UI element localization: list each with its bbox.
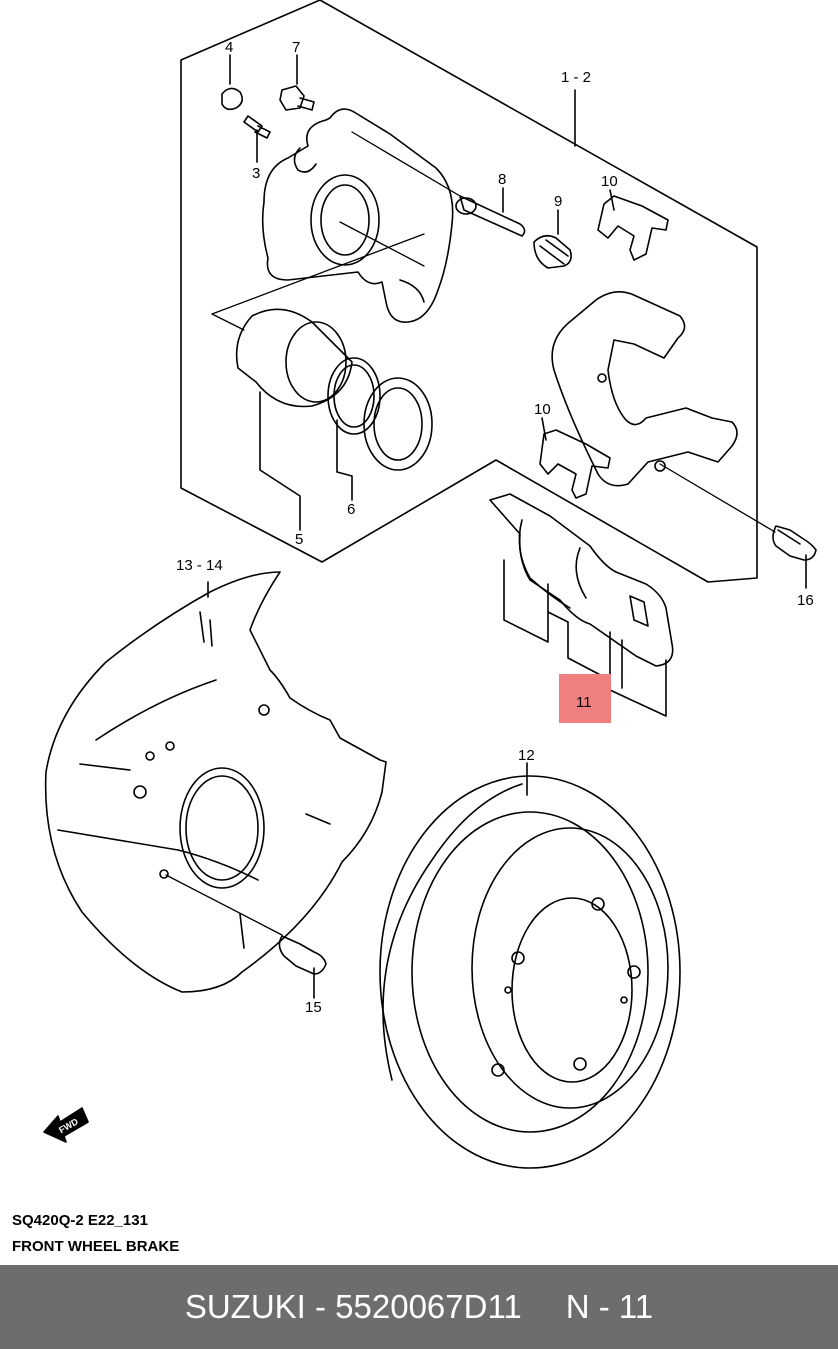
callout-1-2: 1 - 2	[561, 69, 591, 86]
brake-pads	[489, 493, 674, 667]
caliper-bracket	[551, 291, 738, 487]
callout-10-lower: 10	[534, 401, 551, 418]
diagram-title: FRONT WHEEL BRAKE	[12, 1238, 180, 1255]
callout-11: 11	[576, 694, 592, 711]
highlight-part-11	[559, 674, 611, 723]
callout-6: 6	[347, 501, 355, 518]
callout-12: 12	[518, 747, 535, 764]
callout-8: 8	[498, 171, 506, 188]
callout-9: 9	[554, 193, 562, 210]
brake-disc	[379, 775, 681, 1169]
callout-4: 4	[225, 39, 233, 56]
dust-shield	[44, 571, 387, 993]
piston	[235, 308, 353, 408]
diagram-code: SQ420Q-2 E22_131	[12, 1212, 148, 1229]
footer-part-number: SUZUKI - 5520067D11	[184, 1288, 522, 1325]
footer-reference: N - 11	[565, 1288, 654, 1325]
caliper-assembly-frame	[180, 0, 758, 583]
callout-13-14: 13 - 14	[176, 557, 223, 574]
caliper-body	[261, 108, 454, 323]
brake-exploded-diagram: 1 - 2 3 4 5 6 7 8 9 10 10 11 12 13 - 14 …	[43, 0, 817, 1169]
callout-16: 16	[797, 592, 814, 609]
callout-7: 7	[292, 39, 300, 56]
callout-10-upper: 10	[601, 173, 618, 190]
footer-bar: SUZUKI - 5520067D11 N - 11	[0, 1265, 838, 1349]
callout-5: 5	[295, 531, 303, 548]
callout-15: 15	[305, 999, 322, 1016]
callout-3: 3	[252, 165, 260, 182]
fwd-arrow-icon	[43, 1107, 89, 1143]
